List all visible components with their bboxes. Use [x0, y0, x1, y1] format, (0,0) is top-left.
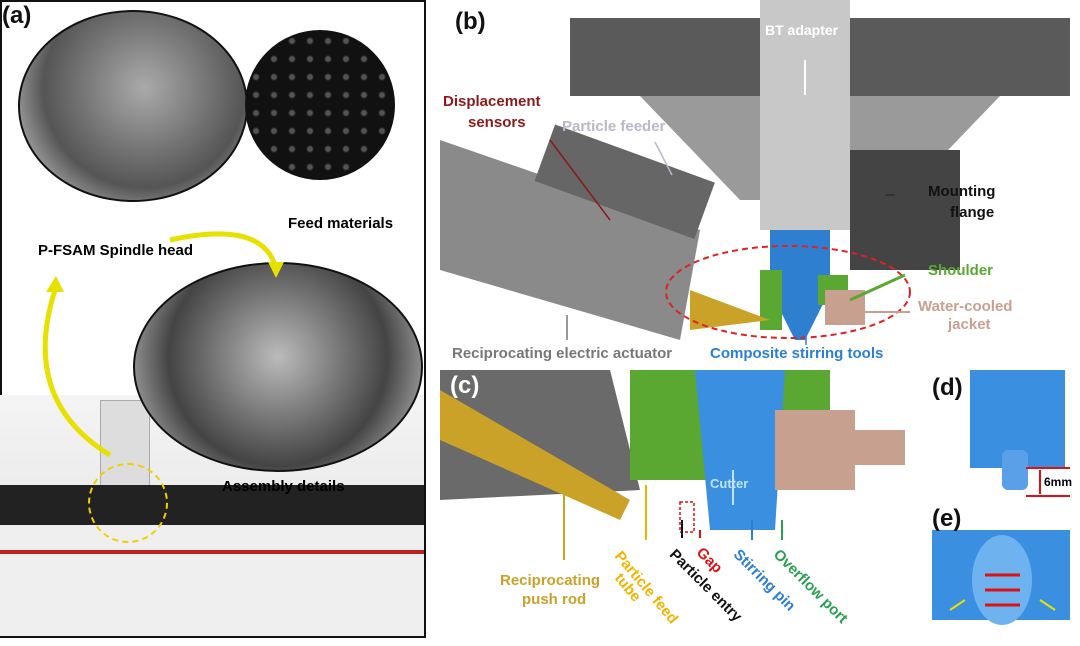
callout-stirring-tools: Composite stirring tools [710, 345, 884, 362]
panel-d: (d) 6mm [930, 370, 1080, 510]
callout-push-rod-1: Reciprocating [500, 572, 601, 589]
callout-jacket-1: Water-cooled [918, 298, 1013, 315]
callout-mounting-2: flange [950, 204, 995, 221]
callout-displacement-1: Displacement [443, 93, 541, 110]
feed-materials-photo [245, 30, 395, 180]
panel-d-label: (d) [932, 374, 963, 401]
panel-c: (c) Cutter Reciprocating push rod Partic… [440, 370, 930, 646]
panel-b-label: (b) [455, 8, 486, 35]
callout-actuator: Reciprocating electric actuator [452, 345, 673, 362]
callout-cutter: Cutter [710, 476, 749, 491]
callout-push-rod-2: push rod [522, 591, 587, 608]
panel-b: (b) BT adapter Displacement sensors Part… [440, 0, 1080, 368]
callout-jacket-2: jacket [948, 316, 991, 333]
callout-mounting-1: Mounting [928, 183, 996, 200]
panel-e: (e) [930, 505, 1080, 646]
panel-e-label: (e) [932, 505, 962, 532]
caption-feed-materials: Feed materials [288, 215, 394, 232]
arrows [42, 231, 284, 458]
callout-displacement-2: sensors [468, 114, 526, 131]
panel-a: (a) P-FSAM Spindle head Feed materials A… [0, 0, 426, 638]
spindle-head-photo [18, 10, 248, 202]
panel-a-label: (a) [2, 2, 32, 29]
callout-shoulder: Shoulder [928, 262, 994, 279]
callout-bt-adapter: BT adapter [765, 22, 839, 38]
assembly-details-photo [133, 262, 423, 472]
callout-particle-feeder: Particle feeder [562, 118, 666, 135]
panel-c-label: (c) [450, 372, 480, 399]
caption-assembly-details: Assembly details [222, 478, 345, 495]
caption-spindle-head: P-FSAM Spindle head [38, 242, 194, 259]
dimension-6mm: 6mm [1044, 475, 1073, 489]
